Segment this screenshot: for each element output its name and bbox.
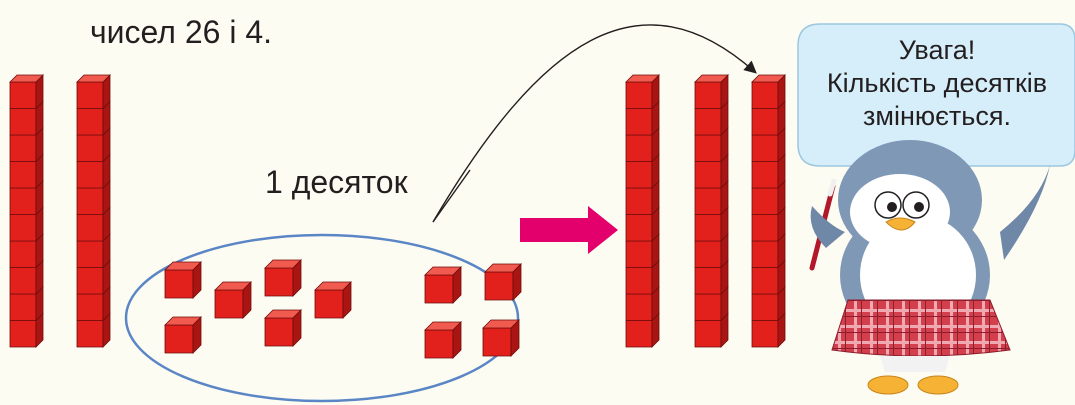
loose-cube-5 — [164, 316, 202, 354]
loose-cube-6 — [264, 309, 302, 347]
right-arrow-icon — [520, 206, 618, 254]
speech-bubble-text: Увага! Кількість десятків змінюється. — [798, 34, 1075, 133]
loose-cube-8 — [484, 263, 522, 301]
rod-before-2 — [76, 74, 111, 348]
loose-cube-10 — [482, 319, 520, 357]
group-label: 1 десяток — [265, 164, 408, 200]
loose-cube-9 — [424, 321, 462, 359]
rod-before-1 — [9, 74, 44, 348]
loose-cubes-group — [164, 259, 522, 359]
rods-after-group — [625, 74, 786, 348]
loose-cube-3 — [264, 259, 302, 297]
top-text: чисел 26 і 4. — [90, 14, 273, 50]
rod-after-1 — [625, 74, 660, 348]
group-ellipse — [124, 233, 520, 403]
curved-arrow-icon — [432, 24, 757, 223]
speech-line-2: Кількість десятків — [826, 68, 1048, 98]
group-label-pointer — [432, 169, 471, 223]
rod-after-3 — [751, 74, 786, 348]
penguin-icon — [809, 140, 1050, 395]
loose-cube-7 — [424, 266, 462, 304]
speech-line-3: змінюється. — [863, 101, 1011, 131]
rods-before-group — [9, 74, 111, 348]
speech-line-1: Увага! — [898, 35, 976, 65]
loose-cube-4 — [314, 281, 352, 319]
loose-cube-1 — [164, 261, 202, 299]
rod-after-2 — [694, 74, 729, 348]
loose-cube-2 — [214, 281, 252, 319]
